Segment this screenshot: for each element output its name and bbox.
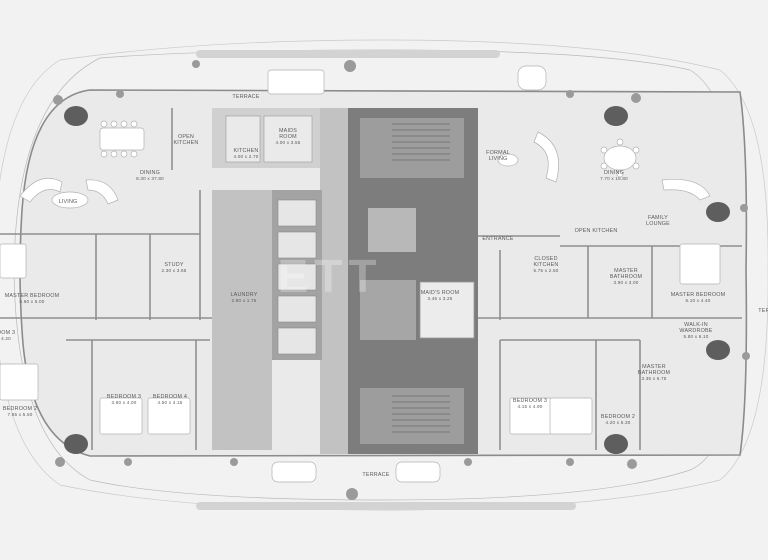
room-dims-master-bedroom-left: 6.60 x 5.00 — [20, 299, 45, 304]
room-label-room-left-edge: OOM 3 — [0, 330, 15, 336]
room-dims-dining-right: 7.70 x 16.80 — [600, 176, 628, 181]
dining-table-left — [99, 120, 145, 158]
structural-columns — [64, 106, 730, 454]
room-label-bedroom-3-right: BEDROOM 3 — [513, 398, 547, 404]
room-dims-bedroom-4: 4.50 x 4.15 — [158, 400, 183, 405]
room-dims-room-left-edge: 4.20 — [1, 336, 11, 341]
room-label-terrace-top: TERRACE — [232, 94, 259, 100]
room-label-master-bedroom-right: MASTER BEDROOM — [671, 292, 726, 298]
left-shaft-column-2 — [212, 190, 272, 450]
room-dims-dining-left: 8.30 x 37.80 — [136, 176, 164, 181]
room-dims-maids-room-right: 3.45 x 3.25 — [428, 296, 453, 301]
maids-inner — [263, 115, 313, 163]
room-dims-maids-room-left: 4.00 x 3.55 — [276, 140, 301, 145]
terrace-table-top — [267, 65, 547, 95]
room-dims-master-bathroom-lower: 3.35 x 6.75 — [642, 376, 667, 381]
central-core-light — [320, 108, 350, 454]
room-label-kitchen-left: KITCHEN — [233, 148, 258, 154]
kitchen-inner — [225, 115, 261, 163]
room-label-laundry: LAUNDRY — [230, 292, 257, 298]
room-label-maids-room-right: MAID'S ROOM — [421, 290, 460, 296]
room-label-living-left: LIVING — [59, 199, 78, 205]
plants — [53, 60, 750, 500]
room-label-terrace-bottom: TERRACE — [362, 472, 389, 478]
room-dims-kitchen-left: 4.00 x 2.70 — [234, 154, 259, 159]
room-label-bedroom-4: BEDROOM 4 — [153, 394, 187, 400]
core-stair-bottom — [360, 388, 464, 444]
room-dims-master-bedroom-right: 6.10 x 4.40 — [686, 298, 711, 303]
core-lift-lobby — [360, 280, 416, 340]
living-sofas-right — [497, 131, 711, 201]
room-label-bedroom-2-left: BEDROOM 2 — [3, 406, 37, 412]
stair-treads-top — [392, 123, 450, 161]
shaft-cells — [277, 199, 317, 355]
beds — [0, 243, 721, 435]
room-dims-study: 2.30 x 3.65 — [162, 268, 187, 273]
room-dims-walk-in-wardrobe: 5.80 x 6.10 — [684, 334, 709, 339]
living-sofas-left — [19, 177, 119, 209]
room-dims-bedroom-2-right: 4.20 x 5.30 — [606, 420, 631, 425]
room-dims-bedroom-2-left: 7.65 x 5.50 — [8, 412, 33, 417]
top-planter — [196, 50, 500, 58]
room-label-dining-right: DINING — [604, 170, 624, 176]
dining-table-right — [600, 138, 640, 178]
room-label-entrance: ENTRANCE — [482, 236, 513, 242]
room-label-bedroom-2-right: BEDROOM 2 — [601, 414, 635, 420]
room-label-open-kitchen-right: OPEN KITCHEN — [575, 228, 618, 234]
room-label-bedroom-3-left: BEDROOM 3 — [107, 394, 141, 400]
room-dims-closed-kitchen: 5.75 x 2.50 — [534, 268, 559, 273]
maids-room-box — [419, 281, 475, 339]
room-label-study: STUDY — [164, 262, 183, 268]
room-dims-master-bathroom-right: 3.90 x 3.00 — [614, 280, 639, 285]
core-lift-1 — [368, 208, 416, 252]
bottom-planter — [196, 502, 576, 510]
terrace-loungers-bottom — [271, 461, 441, 483]
room-label-terrace-right: TER — [758, 308, 768, 314]
room-dims-laundry: 2.80 x 1.75 — [232, 298, 257, 303]
watermark: ETT — [278, 250, 383, 302]
interior-walls — [0, 108, 742, 450]
stair-treads-bottom — [392, 395, 450, 433]
room-label-master-bedroom-left: MASTER BEDROOM — [5, 293, 60, 299]
room-dims-bedroom-3-right: 4.15 x 4.90 — [518, 404, 543, 409]
room-dims-bedroom-3-left: 3.60 x 4.00 — [112, 400, 137, 405]
room-label-dining-left: DINING — [140, 170, 160, 176]
